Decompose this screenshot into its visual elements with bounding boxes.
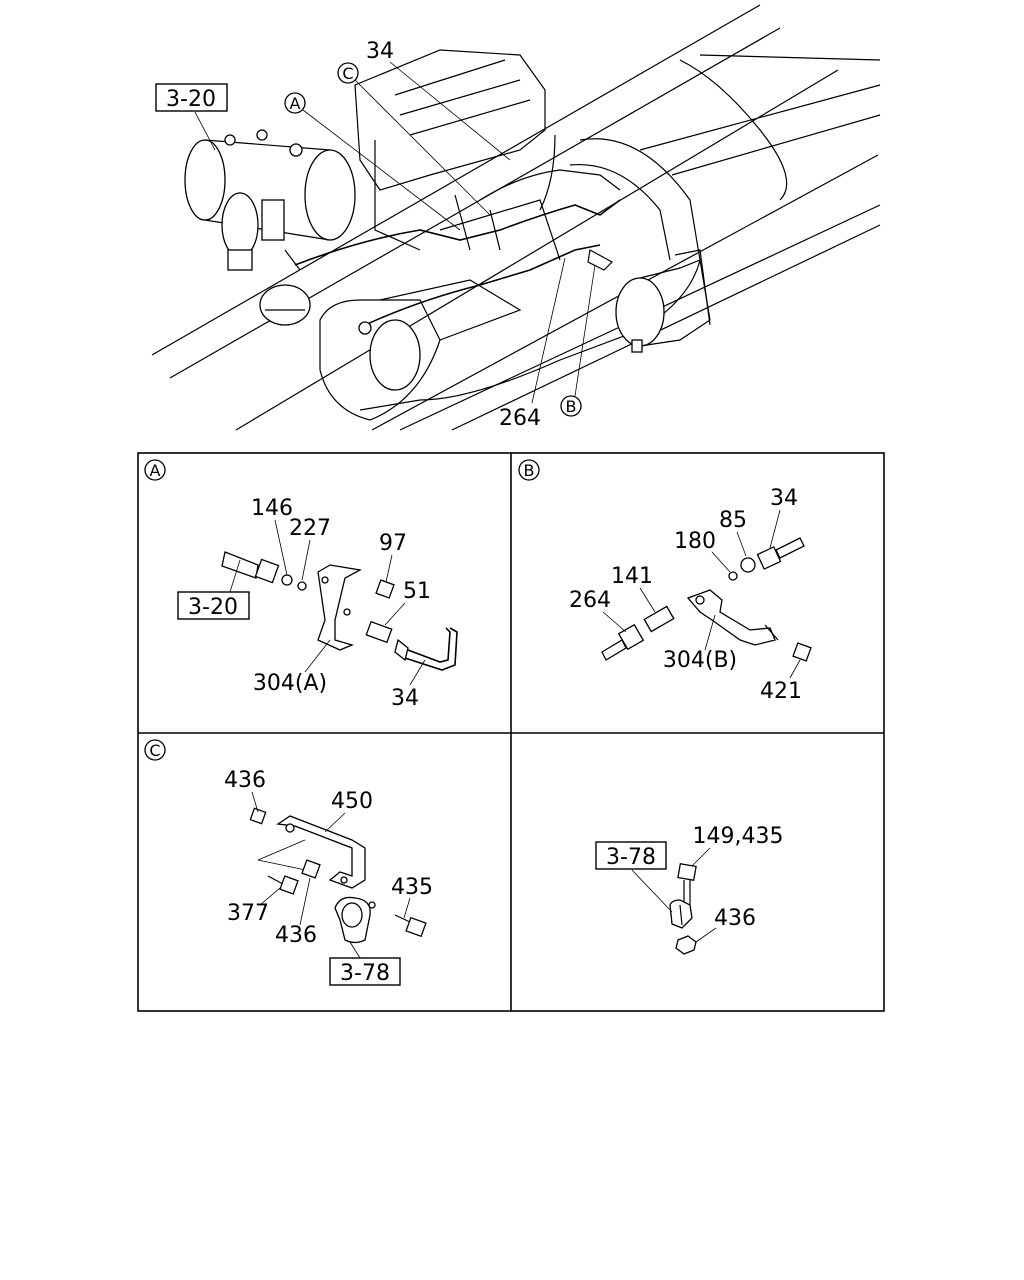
panel-a-circle bbox=[144, 459, 166, 481]
crossmember bbox=[359, 54, 881, 411]
connector-141 bbox=[643, 605, 675, 633]
panel-a-label-97: 97 bbox=[379, 531, 407, 556]
lower-housing bbox=[319, 279, 522, 421]
detail-grid bbox=[137, 452, 885, 1012]
callout-circle-c-label: C bbox=[342, 64, 353, 83]
panel-c: C 436 450 435 bbox=[144, 739, 433, 986]
panel-b: B 34 85 180 141 264 bbox=[518, 459, 812, 704]
clamp bbox=[334, 896, 376, 944]
panel-c-ref-box[interactable] bbox=[329, 957, 401, 986]
drum-cap bbox=[259, 284, 311, 326]
panel-a-label-34: 34 bbox=[391, 686, 419, 711]
bracket-304b bbox=[686, 589, 779, 646]
panel-a-label-227: 227 bbox=[289, 516, 331, 541]
panel-d-label-436: 436 bbox=[714, 906, 756, 931]
callout-circle-a bbox=[284, 92, 306, 114]
overview-ref-box[interactable] bbox=[155, 83, 228, 112]
panel-a: A 3-20 146 227 97 bbox=[144, 459, 458, 711]
air-dryer-assembly bbox=[184, 129, 356, 271]
panel-d: 3-78 149,435 436 bbox=[595, 824, 784, 955]
panel-b-circle bbox=[518, 459, 540, 481]
panel-b-label-85: 85 bbox=[719, 508, 747, 533]
bolt-377 bbox=[267, 875, 299, 895]
panel-b-label-180: 180 bbox=[674, 529, 716, 554]
washer-85 bbox=[740, 557, 756, 573]
ring-227 bbox=[297, 581, 307, 591]
panel-c-circle-label: C bbox=[149, 741, 160, 760]
panel-a-ref-box-label: 3-20 bbox=[188, 595, 238, 620]
callout-circle-c bbox=[337, 62, 359, 84]
overview-ref-box-label: 3-20 bbox=[166, 87, 216, 112]
callout-circle-a-label: A bbox=[290, 94, 301, 113]
nut-421 bbox=[792, 642, 812, 662]
panel-a-label-304a: 304(A) bbox=[253, 671, 327, 696]
panel-b-label-264: 264 bbox=[569, 588, 611, 613]
panel-c-ref-box-label: 3-78 bbox=[340, 961, 390, 986]
bolt-149 bbox=[677, 862, 697, 905]
panel-a-label-146: 146 bbox=[251, 496, 293, 521]
overview-callout-34: 34 bbox=[366, 39, 394, 64]
panel-b-label-421: 421 bbox=[760, 679, 802, 704]
bracket-450 bbox=[257, 815, 366, 889]
transmission-housing bbox=[354, 49, 561, 261]
panel-b-circle-label: B bbox=[524, 461, 535, 480]
fitting-51 bbox=[365, 620, 393, 644]
panel-a-label-51: 51 bbox=[403, 579, 431, 604]
pipe-34 bbox=[394, 627, 458, 671]
panel-c-label-450: 450 bbox=[331, 789, 373, 814]
panel-c-label-436-lower: 436 bbox=[275, 923, 317, 948]
panel-c-label-436-top: 436 bbox=[224, 768, 266, 793]
panel-b-label-304b: 304(B) bbox=[663, 648, 737, 673]
panel-c-circle bbox=[144, 739, 166, 761]
panel-c-label-377: 377 bbox=[227, 901, 269, 926]
panel-c-label-435: 435 bbox=[391, 875, 433, 900]
overview-illustration: 3-20 C A 34 264 B bbox=[151, 4, 881, 431]
overview-callout-264: 264 bbox=[499, 406, 541, 431]
nut-436-lower bbox=[301, 859, 321, 879]
hose-fitting bbox=[221, 551, 280, 584]
frame-rails bbox=[151, 4, 881, 431]
panel-b-label-141: 141 bbox=[611, 564, 653, 589]
brake-pipe-run bbox=[294, 134, 621, 326]
bracket-b-mount bbox=[587, 249, 613, 271]
nut-436 bbox=[675, 935, 697, 955]
ring-180 bbox=[728, 571, 738, 581]
panel-a-ref-box[interactable] bbox=[177, 591, 250, 620]
callout-circle-b bbox=[560, 395, 582, 417]
fitting-264 bbox=[601, 623, 645, 661]
nut-97 bbox=[375, 579, 395, 599]
panel-d-label-149-435: 149,435 bbox=[693, 824, 784, 849]
panel-d-ref-box-label: 3-78 bbox=[606, 845, 656, 870]
pipe-end-34 bbox=[756, 537, 805, 570]
brake-chamber bbox=[615, 249, 711, 353]
callout-circle-b-label: B bbox=[566, 397, 577, 416]
clip-clamp bbox=[669, 899, 693, 929]
panel-a-circle-label: A bbox=[150, 461, 161, 480]
panel-b-label-34: 34 bbox=[770, 486, 798, 511]
bolt-435 bbox=[394, 914, 427, 938]
bracket-304a bbox=[317, 564, 362, 651]
washer-146 bbox=[281, 574, 293, 586]
panel-d-ref-box[interactable] bbox=[595, 841, 667, 870]
nut-436-top bbox=[249, 807, 267, 825]
